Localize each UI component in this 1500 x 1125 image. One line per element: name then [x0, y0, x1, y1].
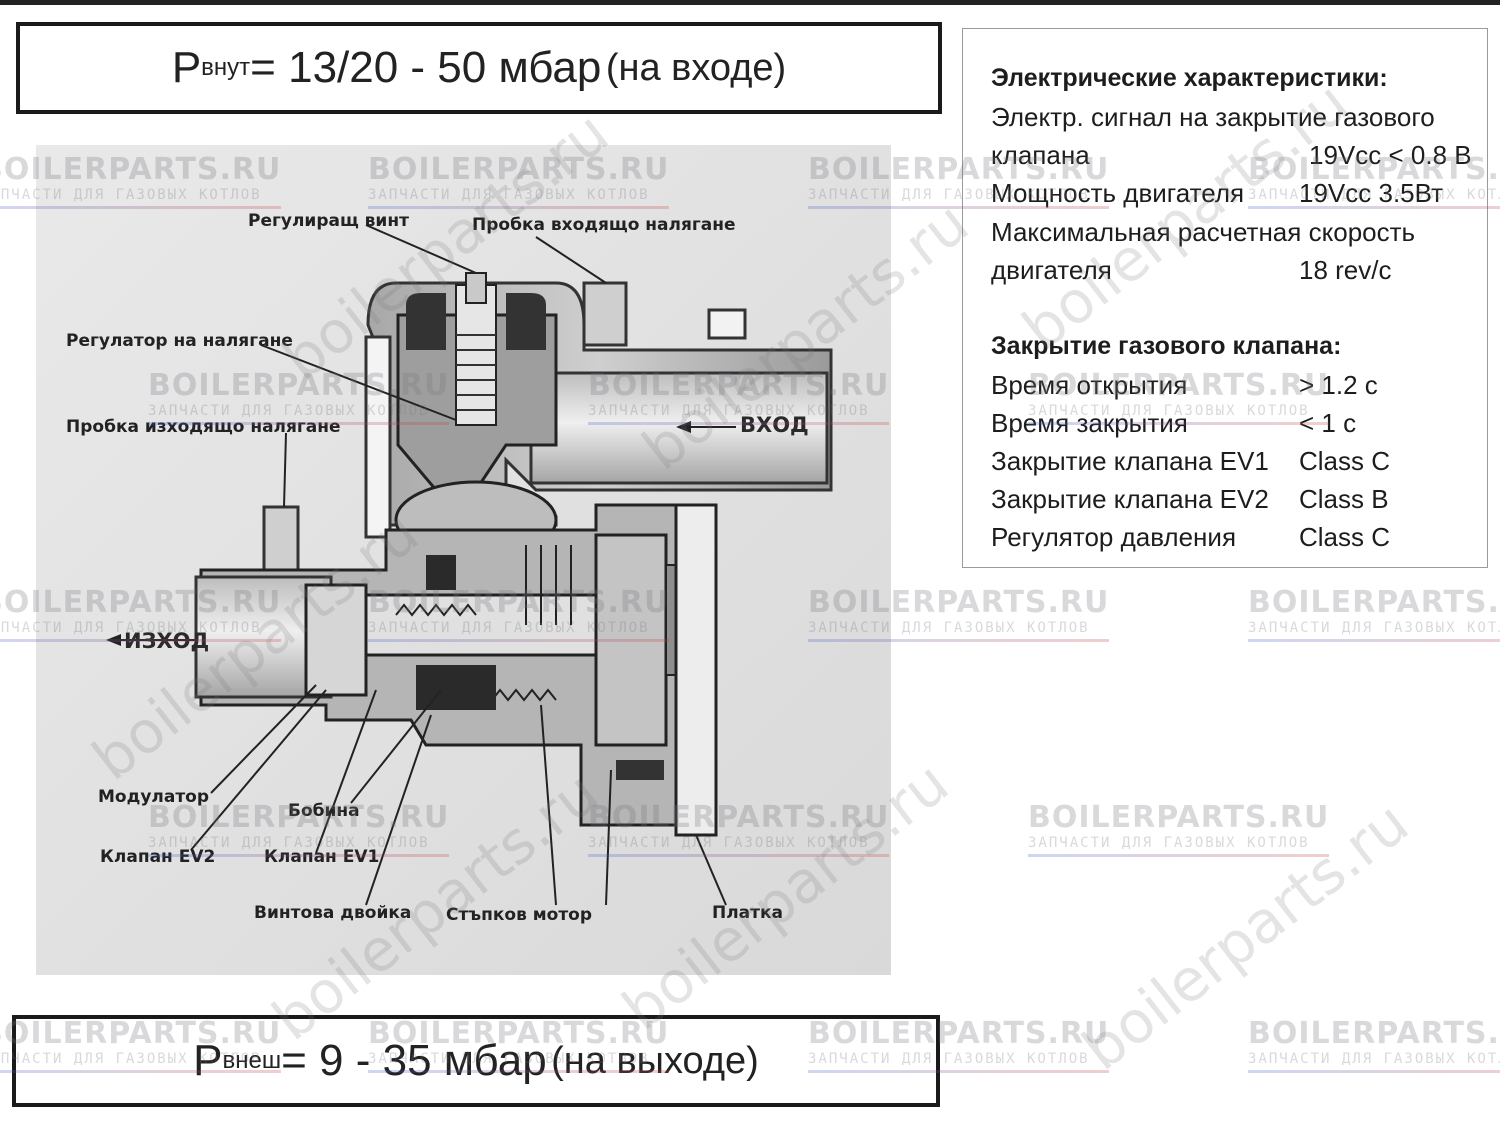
label-board: Платка: [712, 903, 784, 923]
pressure-symbol: P: [171, 43, 202, 92]
watermark-tagline: ЗАПЧАСТИ ДЛЯ ГАЗОВЫХ КОТЛОВ: [1248, 1051, 1500, 1067]
diagonal-watermark: boilerparts.ru: [1070, 788, 1421, 1084]
gas-valve-diagram: Регулиращ винт Пробка входящо налягане Р…: [36, 145, 891, 975]
label-coil: Бобина: [288, 801, 360, 821]
label-inlet-plug: Пробка входящо налягане: [472, 215, 736, 235]
closing-heading: Закрытие газового клапана:: [991, 332, 1342, 360]
spec-row-label: Регулятор давления: [991, 522, 1237, 552]
outlet-flow-label: ИЗХОД: [124, 629, 210, 653]
label-modulator: Модулатор: [98, 787, 210, 807]
spec-row-value: Class C: [1299, 522, 1391, 552]
watermark-tagline: ЗАПЧАСТИ ДЛЯ ГАЗОВЫХ КОТЛОВ: [1248, 620, 1500, 636]
pressure-subscript: внут: [201, 54, 251, 81]
speed-label-line2: двигателя: [991, 255, 1112, 285]
speed-value: 18 rev/c: [1299, 255, 1392, 285]
pressure-symbol: P: [193, 1036, 223, 1085]
electrical-heading: Электрические характеристики:: [991, 64, 1388, 92]
label-pressure-regulator: Регулатор на налягане: [66, 331, 293, 351]
motor-power-value: 19Vcc 3.5Вт: [1299, 178, 1444, 208]
inlet-flow-label: ВХОД: [740, 413, 809, 437]
watermark-brand: BOILERPARTS.RU: [1248, 585, 1500, 620]
valve-cross-section: [36, 145, 891, 975]
spec-row-label: Закрытие клапана EV1: [991, 446, 1269, 476]
signal-label-line2: клапана: [991, 140, 1090, 170]
speed-label-line1: Максимальная расчетная скорость: [991, 217, 1416, 247]
inlet-pressure-value: = 13/20 - 50 мбар: [250, 43, 602, 92]
label-screw-pair: Винтова двойка: [254, 903, 412, 923]
outlet-pressure-note: (на выходе): [551, 1039, 759, 1082]
label-adjusting-screw: Регулиращ винт: [248, 211, 409, 231]
label-valve-ev1: Клапан EV1: [264, 847, 380, 867]
watermark-tagline: ЗАПЧАСТИ ДЛЯ ГАЗОВЫХ КОТЛОВ: [1028, 835, 1310, 851]
label-valve-ev2: Клапан EV2: [100, 847, 216, 867]
signal-value: 19Vcc < 0.8 В: [1309, 140, 1472, 170]
watermark-brand: BOILERPARTS.RU: [1248, 1016, 1500, 1051]
spec-row-value: Class B: [1299, 484, 1389, 514]
motor-power-label: Мощность двигателя: [991, 178, 1245, 208]
label-stepper-motor: Стъпков мотор: [446, 905, 593, 925]
spec-row-value: < 1 с: [1299, 408, 1357, 438]
pressure-subscript: внеш: [222, 1047, 282, 1074]
spec-row-label: Время открытия: [991, 370, 1188, 400]
watermark-brand: BOILERPARTS.RU: [1028, 800, 1330, 835]
inlet-pressure-note: (на входе): [605, 46, 787, 89]
spec-row-label: Закрытие клапана EV2: [991, 484, 1269, 514]
top-border: [0, 0, 1500, 5]
spec-row-value: > 1.2 с: [1299, 370, 1378, 400]
spec-row-value: Class C: [1299, 446, 1391, 476]
label-outlet-plug: Пробка изходящо налягане: [66, 417, 341, 437]
specifications-panel: Электрические характеристики: Электр. си…: [962, 28, 1488, 568]
spec-row-label: Время закрытия: [991, 408, 1188, 438]
outlet-pressure-value: = 9 - 35 мбар: [281, 1036, 547, 1085]
signal-label-line1: Электр. сигнал на закрытие газового: [991, 102, 1435, 132]
